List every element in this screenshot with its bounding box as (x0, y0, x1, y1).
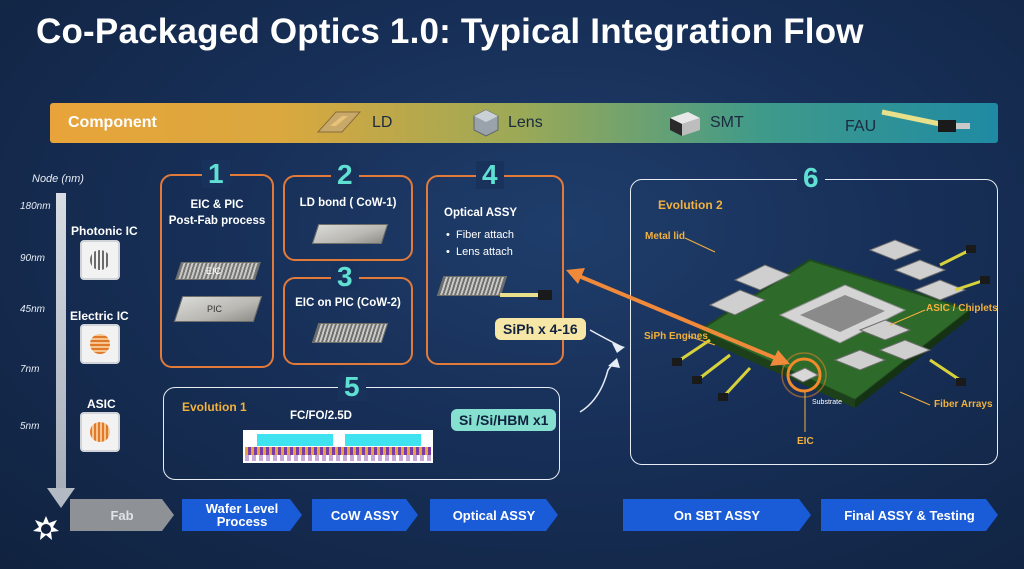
flow-step-fab: Fab (70, 499, 174, 531)
photonic-ic-chip-icon (80, 240, 120, 280)
step3-number: 3 (331, 263, 359, 291)
node-axis-title: Node (nm) (32, 173, 84, 185)
step6-number: 6 (797, 164, 825, 192)
asic-chip-icon (80, 412, 120, 452)
metal-lid-label: Metal lid (645, 231, 686, 242)
starburst-logo-icon (33, 516, 59, 540)
step1-eic-label: EIC (206, 266, 222, 276)
step3-text: EIC on PIC (CoW-2) (295, 297, 401, 309)
node-tick-45: 45nm (20, 304, 46, 315)
step1-pic-label: PIC (207, 304, 223, 314)
step2-text: LD bond ( CoW-1) (299, 197, 397, 209)
evolution2-label: Evolution 2 (658, 198, 723, 212)
lens-icon (473, 109, 499, 137)
step5-number: 5 (338, 373, 366, 401)
page-title: Co-Packaged Optics 1.0: Typical Integrat… (36, 12, 864, 51)
electric-ic-chip-icon (80, 324, 120, 364)
asic-chiplets-label: ASIC / Chiplets (926, 303, 998, 314)
step1-number: 1 (202, 160, 230, 188)
flow-step-on-sbt-assy: On SBT ASSY (623, 499, 811, 531)
eic-label: EIC (797, 436, 814, 447)
node-tick-5: 5nm (20, 421, 40, 432)
node-axis-bar (56, 193, 66, 493)
flow-step-wafer-level-line2: Process (216, 514, 268, 529)
node-tick-90: 90nm (20, 253, 46, 264)
step4-bullet-1-text: Fiber attach (455, 229, 515, 241)
step2-number: 2 (331, 161, 359, 189)
step4-bullet-1: • Fiber attach (446, 229, 515, 241)
component-ld: LD (372, 114, 393, 131)
package-type-label: FC/FO/2.5D (290, 410, 352, 422)
evolution1-label: Evolution 1 (182, 400, 247, 414)
optical-assy-chip-image (436, 276, 508, 296)
step1-line2: Post-Fab process (168, 215, 266, 227)
node-tick-7: 7nm (20, 364, 40, 375)
step4-bullet-2-text: Lens attach (455, 246, 513, 258)
flow-step-cow-assy: CoW ASSY (312, 499, 418, 531)
node-axis-arrowhead (47, 488, 75, 508)
flow-step-wafer-level-line1: Wafer Level (205, 501, 279, 516)
component-fau: FAU (845, 118, 877, 135)
package-cross-section (243, 430, 433, 463)
ld-bond-chip-image (311, 224, 389, 244)
photonic-ic-label: Photonic IC (71, 224, 138, 238)
component-bar (50, 103, 998, 143)
component-smt: SMT (710, 114, 744, 131)
fiber-arrays-label: Fiber Arrays (934, 399, 993, 410)
siph-callout: SiPh x 4-16 (495, 318, 586, 340)
fiber-array-unit-icon (881, 109, 970, 132)
step4-number: 4 (476, 161, 504, 189)
si-hbm-callout: Si /Si/HBM x1 (451, 409, 557, 431)
node-tick-180: 180nm (20, 201, 51, 212)
flow-step-final-assy-testing: Final ASSY & Testing (821, 499, 998, 531)
component-lens: Lens (508, 114, 543, 131)
laser-diode-icon (316, 111, 362, 133)
asic-label: ASIC (87, 397, 116, 411)
siph-engines-label: SiPh Engines (644, 331, 708, 342)
step4-bullet-2: • Lens attach (446, 246, 513, 258)
electric-ic-label: Electric IC (70, 309, 129, 323)
substrate-label: Substrate (812, 399, 842, 406)
step1-line1: EIC & PIC (190, 199, 244, 211)
fiber-attach-icon (500, 290, 552, 300)
smt-component-icon (670, 112, 700, 136)
component-label: Component (68, 114, 157, 131)
flow-step-optical-assy: Optical ASSY (430, 499, 558, 531)
step4-title: Optical ASSY (444, 207, 518, 219)
eic-on-pic-chip-image (311, 323, 389, 343)
